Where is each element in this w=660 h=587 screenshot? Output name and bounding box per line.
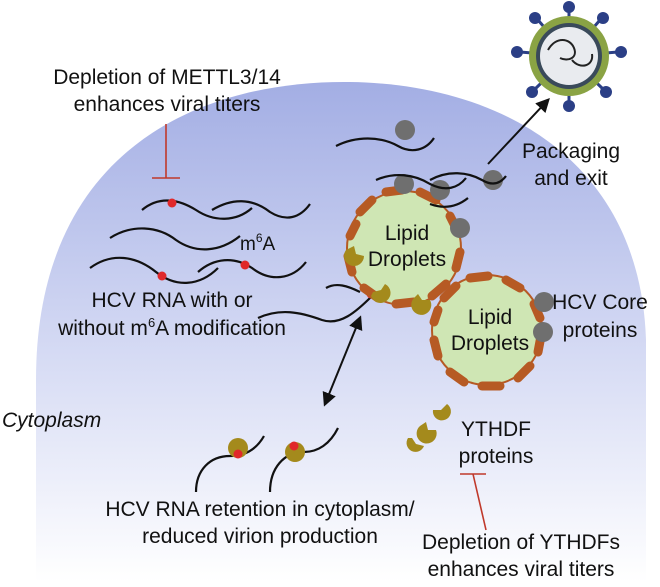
ythdf-depletion-line1: Depletion of YTHDFs — [422, 531, 620, 554]
ythdf-free-proteins — [406, 404, 451, 452]
packaging-label-line1: Packaging — [522, 140, 620, 163]
packaging-arrow — [487, 97, 550, 165]
mettl-depletion-line2: enhances viral titers — [74, 93, 261, 116]
ythdf-inhibitor-icon — [460, 473, 487, 531]
ythdf-label-line1: YTHDF — [461, 418, 531, 441]
lipid-droplet-1-line2: Droplets — [368, 248, 446, 271]
exchange-arrow — [322, 315, 363, 407]
lipid-droplet-2-line2: Droplets — [451, 332, 529, 355]
hcv-rna-label-line2: without m6A modification — [57, 315, 286, 340]
lipid-droplet-1-line1: Lipid — [385, 222, 429, 245]
droplet-rna-strand — [257, 283, 373, 323]
cytoplasm-label: Cytoplasm — [2, 409, 101, 432]
core-label-line2: proteins — [563, 319, 638, 342]
ythdf-depletion-line2: enhances viral titers — [428, 558, 615, 581]
virion-icon — [511, 1, 627, 112]
packaging-label-line2: and exit — [534, 167, 608, 190]
upper-rna-strands — [335, 137, 507, 208]
ythdf-droplet-bound — [344, 246, 432, 315]
core-proteins — [394, 120, 554, 342]
m6a-label: m6A — [240, 231, 276, 255]
ythdf-label-line2: proteins — [459, 445, 534, 468]
m6a-sites — [157, 198, 250, 281]
lipid-droplet-2-line1: Lipid — [468, 306, 512, 329]
mettl-depletion-line1: Depletion of METTL3/14 — [53, 66, 281, 89]
retention-label-line2: reduced virion production — [142, 525, 378, 548]
ythdf-bound-rna — [228, 438, 305, 462]
lipid-droplet-2: Lipid Droplets — [429, 271, 546, 391]
hcv-rna-strands — [89, 199, 311, 284]
mettl-inhibitor-icon — [152, 124, 180, 179]
core-label-line1: HCV Core — [552, 291, 648, 314]
hcv-rna-label-line1: HCV RNA with or — [91, 289, 252, 312]
retention-label-line1: HCV RNA retention in cytoplasm/ — [105, 498, 414, 521]
